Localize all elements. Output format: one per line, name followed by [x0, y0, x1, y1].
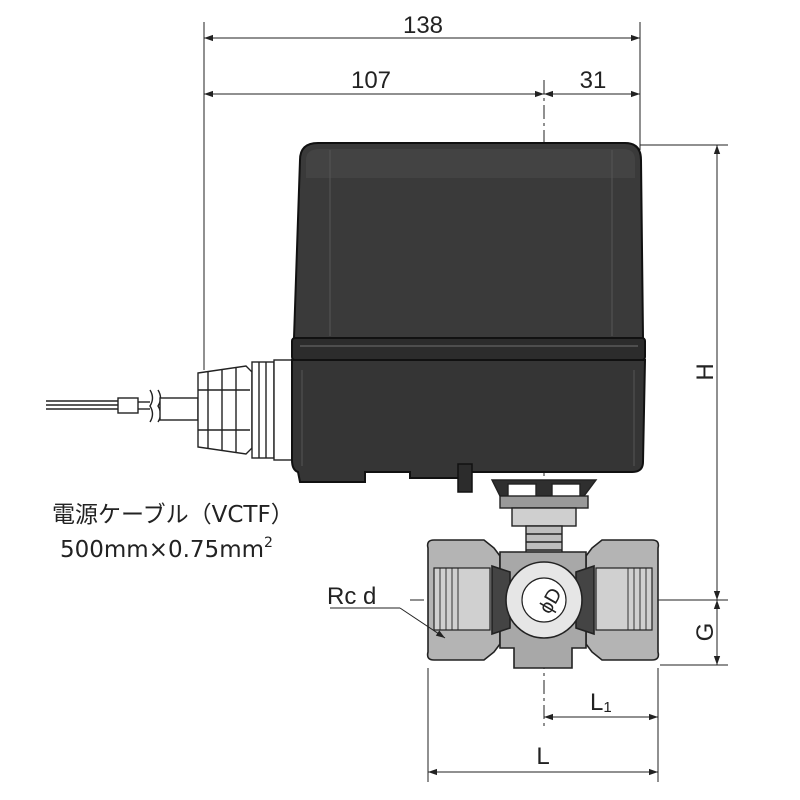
cable-gland — [197, 359, 293, 461]
actuator-base — [291, 359, 647, 483]
leaders — [330, 607, 446, 639]
dim-l1-label: L1 — [590, 689, 612, 716]
actuator-cover — [292, 142, 645, 339]
cable-caption-line2: 500mm×0.75mm2 — [60, 535, 273, 563]
dim-31-label: 31 — [580, 67, 607, 94]
power-cable — [46, 389, 199, 423]
dim-h-label: H — [692, 363, 719, 380]
dimension-lines — [204, 34, 721, 776]
actuator-housing — [291, 142, 647, 493]
valve-stem — [490, 479, 598, 557]
dim-l-label: L — [536, 743, 549, 770]
dim-107-label: 107 — [351, 67, 391, 94]
cable-caption-line1: 電源ケーブル（VCTF） — [52, 502, 294, 528]
rc-thread-label: Rc d — [327, 583, 376, 610]
actuator-flange — [291, 337, 646, 361]
dim-g-label: G — [692, 623, 719, 642]
dim-138-label: 138 — [403, 12, 443, 39]
valve-body — [426, 539, 660, 669]
extension-lines — [203, 22, 728, 782]
